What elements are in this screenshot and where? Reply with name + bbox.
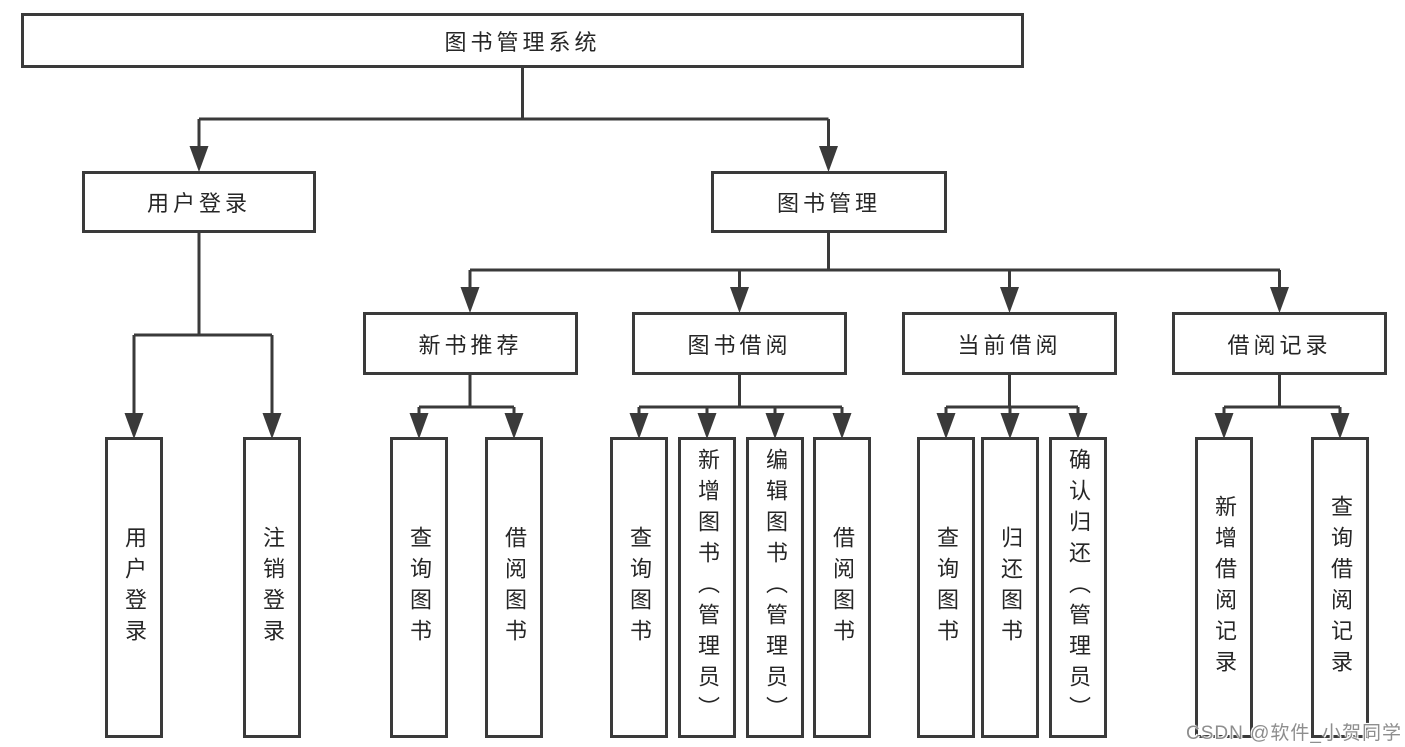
leaf-return-books: 归还图书 [981, 437, 1039, 738]
leaf-confirm-return-admin: 确认归还（管理员） [1049, 437, 1107, 738]
node-book-borrow: 图书借阅 [632, 312, 847, 375]
node-new-book-recommend-label: 新书推荐 [418, 332, 523, 358]
leaf-user-login: 用户登录 [105, 437, 163, 738]
csdn-watermark: CSDN @软件_小贺同学 [1186, 723, 1402, 744]
leaf-query-borrow-record-label: 查询借阅记录 [1328, 494, 1353, 681]
leaf-edit-books-admin: 编辑图书（管理员） [746, 437, 804, 738]
node-root: 图书管理系统 [21, 13, 1024, 68]
leaf-add-borrow-record: 新增借阅记录 [1195, 437, 1253, 738]
leaf-borrow-books-recommend: 借阅图书 [485, 437, 543, 738]
node-borrow-records: 借阅记录 [1172, 312, 1387, 375]
leaf-return-books-label: 归还图书 [998, 525, 1023, 650]
leaf-borrow-books-recommend-label: 借阅图书 [502, 525, 527, 650]
leaf-query-borrow-record: 查询借阅记录 [1311, 437, 1369, 738]
leaf-query-books-borrow: 查询图书 [610, 437, 668, 738]
node-new-book-recommend: 新书推荐 [363, 312, 578, 375]
node-current-borrow: 当前借阅 [902, 312, 1117, 375]
leaf-user-login-label: 用户登录 [122, 525, 147, 650]
leaf-logout: 注销登录 [243, 437, 301, 738]
leaf-query-books-current-label: 查询图书 [934, 525, 959, 650]
node-book-borrow-label: 图书借阅 [687, 332, 792, 358]
leaf-query-books-borrow-label: 查询图书 [627, 525, 652, 650]
node-user-login: 用户登录 [82, 171, 316, 233]
node-book-management: 图书管理 [711, 171, 947, 233]
node-current-borrow-label: 当前借阅 [957, 332, 1062, 358]
leaf-confirm-return-admin-label: 确认归还（管理员） [1066, 448, 1091, 727]
leaf-add-borrow-record-label: 新增借阅记录 [1212, 494, 1237, 681]
leaf-add-books-admin: 新增图书（管理员） [678, 437, 736, 738]
node-book-management-label: 图书管理 [776, 191, 881, 216]
node-borrow-records-label: 借阅记录 [1227, 332, 1332, 358]
leaf-edit-books-admin-label: 编辑图书（管理员） [763, 448, 788, 727]
leaf-borrow-books-label: 借阅图书 [830, 525, 855, 650]
leaf-borrow-books: 借阅图书 [813, 437, 871, 738]
leaf-query-books-recommend: 查询图书 [390, 437, 448, 738]
node-root-label: 图书管理系统 [444, 29, 601, 55]
leaf-logout-label: 注销登录 [260, 525, 285, 650]
leaf-query-books-current: 查询图书 [917, 437, 975, 738]
node-user-login-label: 用户登录 [146, 191, 251, 216]
leaf-query-books-recommend-label: 查询图书 [407, 525, 432, 650]
leaf-add-books-admin-label: 新增图书（管理员） [695, 448, 720, 727]
